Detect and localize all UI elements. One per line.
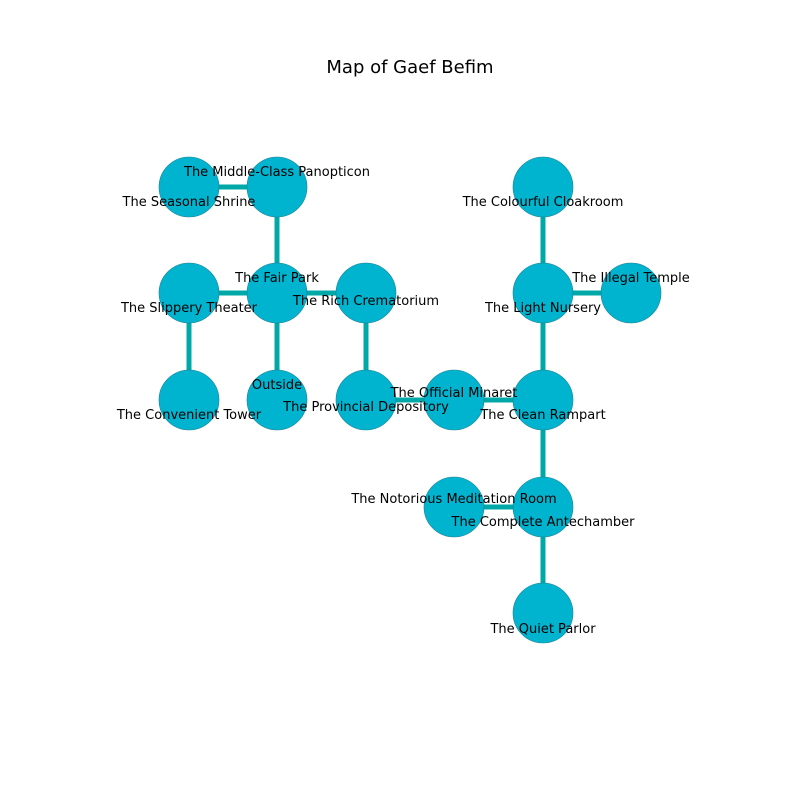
room-node-slippery-theater [158,262,220,324]
room-node-seasonal-shrine [158,156,220,218]
room-label-fair-park: The Fair Park [234,271,319,286]
room-label-outside: Outside [252,378,302,393]
room-label-light-nursery: The Light Nursery [484,301,601,316]
room-node-clean-rampart [512,369,574,431]
room-node-meditation-room [423,476,485,538]
room-node-panopticon [246,156,308,218]
room-node-illegal-temple [600,262,662,324]
room-label-crematorium: The Rich Crematorium [292,294,439,309]
room-node-outside [246,369,308,431]
room-node-provincial-depository [335,369,397,431]
room-label-quiet-parlor: The Quiet Parlor [489,622,596,637]
room-node-crematorium [335,262,397,324]
room-node-cloakroom [512,156,574,218]
map-title: Map of Gaef Befim [326,57,493,78]
room-label-clean-rampart: The Clean Rampart [479,408,605,423]
room-label-convenient-tower: The Convenient Tower [116,408,262,423]
room-label-illegal-temple: The Illegal Temple [571,271,690,286]
room-node-complete-antechamber [512,476,574,538]
room-node-official-minaret [423,369,485,431]
labels-layer: The Seasonal Shrine The Middle-Class Pano… [116,165,690,637]
room-node-convenient-tower [158,369,220,431]
room-label-official-minaret: The Official Minaret [390,386,518,401]
room-label-cloakroom: The Colourful Cloakroom [462,195,624,210]
room-node-fair-park [246,262,308,324]
room-label-panopticon: The Middle-Class Panopticon [183,165,370,180]
room-label-complete-antechamber: The Complete Antechamber [451,515,636,530]
room-label-seasonal-shrine: The Seasonal Shrine [122,195,256,210]
rooms-layer [158,156,662,644]
room-node-light-nursery [512,262,574,324]
room-label-provincial-depository: The Provincial Depository [282,400,449,415]
room-label-meditation-room: The Notorious Meditation Room [350,492,556,507]
room-label-slippery-theater: The Slippery Theater [120,301,258,316]
room-node-quiet-parlor [512,582,574,644]
